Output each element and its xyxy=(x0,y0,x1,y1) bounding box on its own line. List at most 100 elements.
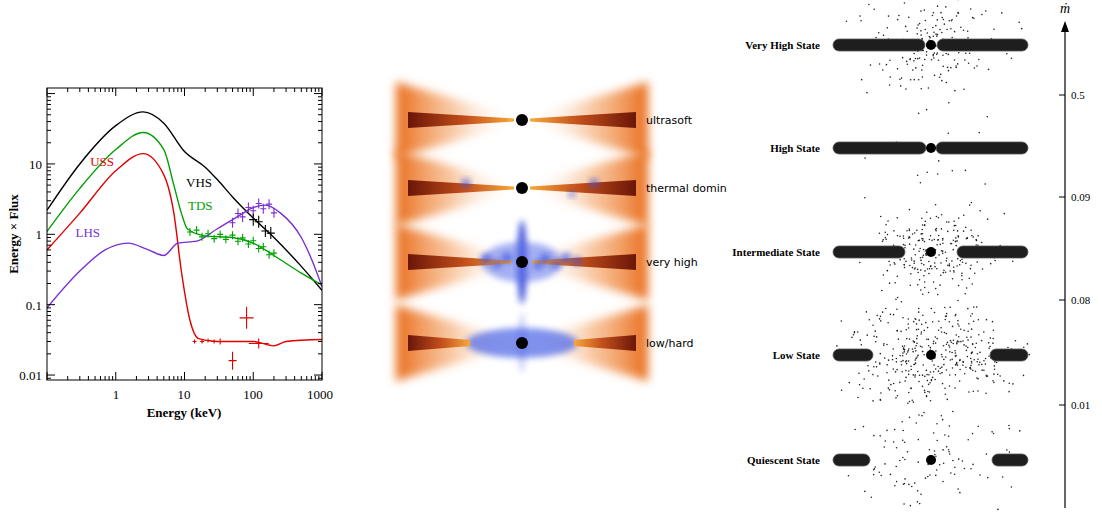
flow-dot xyxy=(875,341,877,343)
flow-dot xyxy=(921,69,923,71)
flow-dot xyxy=(914,359,916,361)
flow-dot xyxy=(909,243,911,245)
flow-dot xyxy=(1023,346,1025,348)
flow-dot xyxy=(954,473,956,475)
flow-dot xyxy=(957,63,959,65)
flow-dot xyxy=(938,329,940,331)
flow-dot xyxy=(938,239,940,241)
flow-dot xyxy=(919,374,921,376)
flow-dot xyxy=(976,261,978,263)
flow-dot xyxy=(901,371,903,373)
flow-dot xyxy=(983,331,985,333)
curve-label: VHS xyxy=(186,176,212,189)
flow-dot xyxy=(929,449,931,451)
flow-dot xyxy=(946,369,948,371)
flow-dot xyxy=(926,51,928,53)
flow-dot xyxy=(1002,476,1004,478)
tick-label: 0.09 xyxy=(1071,192,1090,203)
flow-dot xyxy=(933,57,935,59)
flow-dot xyxy=(903,483,905,485)
flow-dot xyxy=(873,336,875,338)
accretion-disk xyxy=(530,112,636,128)
flow-dot xyxy=(908,348,910,350)
flow-dot xyxy=(947,54,949,56)
data-point xyxy=(271,249,277,257)
flow-dot xyxy=(962,460,964,462)
flow-dot xyxy=(964,468,966,470)
flow-dot xyxy=(955,334,957,336)
flow-dot xyxy=(941,214,943,216)
flow-dot xyxy=(936,216,938,218)
flow-dot xyxy=(926,338,928,340)
flow-dot xyxy=(964,373,966,375)
flow-dot xyxy=(882,311,884,313)
flow-dot xyxy=(873,8,875,10)
flow-dot xyxy=(943,269,945,271)
flow-dot xyxy=(917,371,919,373)
thin-disk xyxy=(833,142,926,154)
flow-dot xyxy=(935,230,937,232)
flow-dot xyxy=(931,379,933,381)
flow-dot xyxy=(912,351,914,353)
flow-dot xyxy=(957,364,959,366)
flow-dot xyxy=(933,364,935,366)
axis-tick xyxy=(47,262,322,263)
flow-dot xyxy=(880,475,882,477)
flow-dot xyxy=(993,28,995,30)
flow-dot xyxy=(971,362,973,364)
flow-dot xyxy=(1023,375,1025,377)
flow-dot xyxy=(979,362,981,364)
flow-dot xyxy=(989,337,991,339)
flow-dot xyxy=(1006,449,1008,451)
axis-tick xyxy=(47,353,322,354)
flow-dot xyxy=(977,235,979,237)
data-point xyxy=(193,339,197,343)
axis-tick xyxy=(47,378,322,379)
data-point xyxy=(187,228,193,236)
flow-dot xyxy=(893,230,895,232)
flow-dot xyxy=(924,224,926,226)
flow-dot xyxy=(957,323,959,325)
flow-dot xyxy=(909,401,911,403)
axis-tick xyxy=(47,307,322,308)
flow-dot xyxy=(859,262,861,264)
flow-dot xyxy=(919,248,921,250)
flow-dot xyxy=(965,366,967,368)
flow-dot xyxy=(874,468,876,470)
axis-tick xyxy=(294,88,295,380)
flow-dot xyxy=(908,374,910,376)
flow-dot xyxy=(884,463,886,465)
axis-tick xyxy=(47,170,322,171)
flow-dot xyxy=(876,366,878,368)
flow-dot xyxy=(1003,380,1005,382)
flow-dot xyxy=(997,373,999,375)
flow-dot xyxy=(992,380,994,382)
flow-dot xyxy=(902,352,904,354)
flow-dot xyxy=(879,232,881,234)
flow-dot xyxy=(950,341,952,343)
flow-dot xyxy=(985,363,987,365)
axis-tick xyxy=(177,88,178,380)
flow-dot xyxy=(943,364,945,366)
flow-dot xyxy=(981,242,983,244)
axis-tick xyxy=(232,88,233,380)
flow-dot xyxy=(896,361,898,363)
flow-dot xyxy=(900,361,902,363)
flow-dot xyxy=(905,370,907,372)
flow-dot xyxy=(923,275,925,277)
flow-dot xyxy=(934,312,936,314)
axis-tick xyxy=(237,88,238,380)
flow-dot xyxy=(892,348,894,350)
flow-dot xyxy=(895,397,897,399)
flow-dot xyxy=(914,364,916,366)
flow-dot xyxy=(863,378,865,380)
flow-dot xyxy=(970,468,972,470)
axis-tick xyxy=(47,93,322,94)
disk-glow xyxy=(396,224,518,300)
flow-dot xyxy=(914,374,916,376)
axis-tick xyxy=(136,88,137,380)
flow-dot xyxy=(945,271,947,273)
flow-dot xyxy=(906,353,908,355)
flow-dot xyxy=(950,359,952,361)
flow-dot xyxy=(904,478,906,480)
